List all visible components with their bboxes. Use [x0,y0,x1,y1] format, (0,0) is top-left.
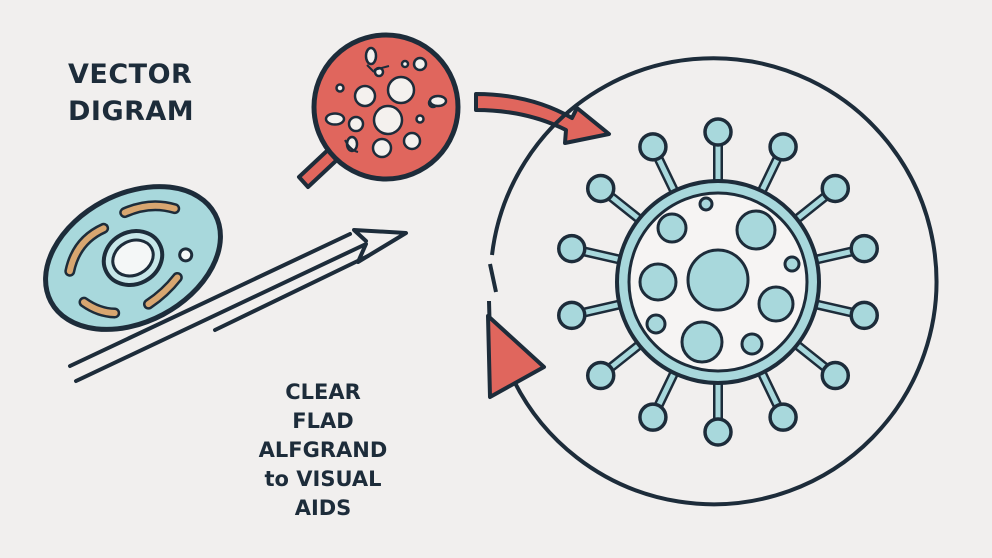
virus-spike-knob [849,233,879,264]
arrow-icon [474,92,611,145]
caption-line: CLEAR [285,380,361,404]
caption-line: ALFGRAND [258,438,388,462]
title-line: VECTOR [68,59,193,90]
arrow-icon [486,56,939,507]
virus-spike-knob [557,233,587,264]
virus-spike-knob [820,360,851,391]
virus-spike-knob [703,117,733,147]
virus-icon [557,117,879,447]
magnifier-bacteria-icon [297,32,461,189]
virus-spike-knob [849,300,879,331]
caption-line: FLAD [292,409,354,433]
title-line: DIGRAM [68,96,195,127]
virus-spike-knob [638,402,668,432]
animal-cell-icon [43,184,223,332]
virus-spike-knob [768,132,798,162]
arrow-icon [68,228,408,383]
caption-line: AIDS [294,496,352,520]
virus-spike-knob [638,132,668,162]
virus-spike-knob [703,417,733,447]
virus-spike-knob [820,173,851,204]
virus-spike-knob [585,173,616,204]
virus-spike-knob [768,402,798,432]
virus-spike-knob [585,360,616,391]
caption: CLEAR FLAD ALFGRAND to VISUAL AIDS [228,378,418,523]
page-title: VECTOR DIGRAM [68,56,194,130]
caption-line: to VISUAL [264,467,382,491]
virus-spike-knob [557,300,587,331]
